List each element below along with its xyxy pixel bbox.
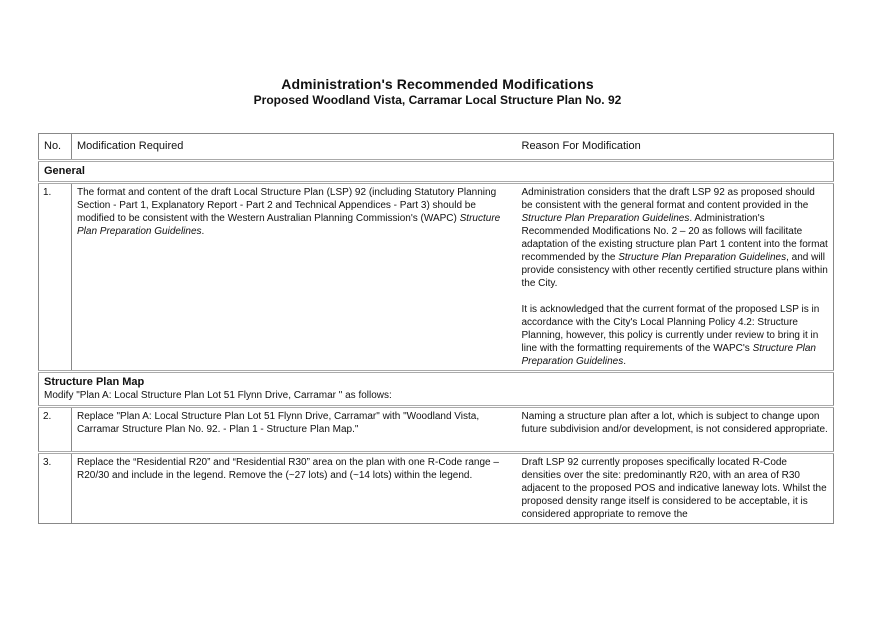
row-number: 1. (38, 182, 72, 373)
document-subtitle: Proposed Woodland Vista, Carramar Local … (253, 93, 622, 107)
row-number: 2. (38, 406, 72, 454)
modification-tail: . (201, 226, 205, 237)
reason-paragraph: It is acknowledged that the current form… (522, 303, 829, 368)
section-title: Structure Plan Map (44, 376, 145, 388)
modification-cell: Replace "Plan A: Local Structure Plan Lo… (71, 406, 517, 454)
document-title: Administration's Recommended Modificatio… (281, 76, 594, 92)
modifications-table: No. Modification Required Reason For Mod… (38, 133, 834, 524)
modification-cell: Replace the “Residential R20” and “Resid… (71, 452, 517, 524)
modification-cell: The format and content of the draft Loca… (71, 182, 517, 373)
reason-italic: Structure Plan Preparation Guidelines (618, 252, 787, 263)
reason-text: . (623, 356, 627, 367)
reason-cell: Administration considers that the draft … (516, 182, 834, 373)
reason-text: . Administration's Recommended Modificat… (521, 213, 828, 263)
reason-cell: Naming a structure plan after a lot, whi… (516, 406, 834, 454)
table-row: 2. Replace "Plan A: Local Structure Plan… (38, 406, 834, 454)
document-header: Administration's Recommended Modificatio… (0, 76, 875, 108)
header-modification-required: Modification Required (71, 133, 517, 162)
modification-text: The format and content of the draft Loca… (77, 187, 497, 224)
table-row: 1. The format and content of the draft L… (38, 182, 834, 373)
reason-italic: Structure Plan Preparation Guidelines (521, 213, 690, 224)
header-no: No. (38, 133, 72, 162)
reason-text: Administration considers that the draft … (521, 187, 815, 211)
section-general: General (38, 160, 834, 184)
section-structure-plan-map: Structure Plan Map Modify "Plan A: Local… (38, 371, 834, 408)
section-note: Modify "Plan A: Local Structure Plan Lot… (44, 390, 392, 401)
modification-italic: Structure Plan Preparation Guidelines (77, 213, 501, 237)
reason-paragraph: Administration considers that the draft … (522, 186, 829, 290)
reason-text: It is acknowledged that the current form… (521, 304, 820, 354)
section-title: General (38, 160, 834, 184)
table-header-row: No. Modification Required Reason For Mod… (38, 133, 834, 162)
reason-italic: Structure Plan Preparation Guidelines (521, 343, 816, 367)
header-reason-for-modification: Reason For Modification (516, 133, 834, 162)
row-number: 3. (38, 452, 72, 524)
table-row: 3. Replace the “Residential R20” and “Re… (38, 452, 834, 524)
reason-cell: Draft LSP 92 currently proposes specific… (516, 452, 834, 524)
reason-text: , and will provide consistency with othe… (521, 252, 828, 289)
